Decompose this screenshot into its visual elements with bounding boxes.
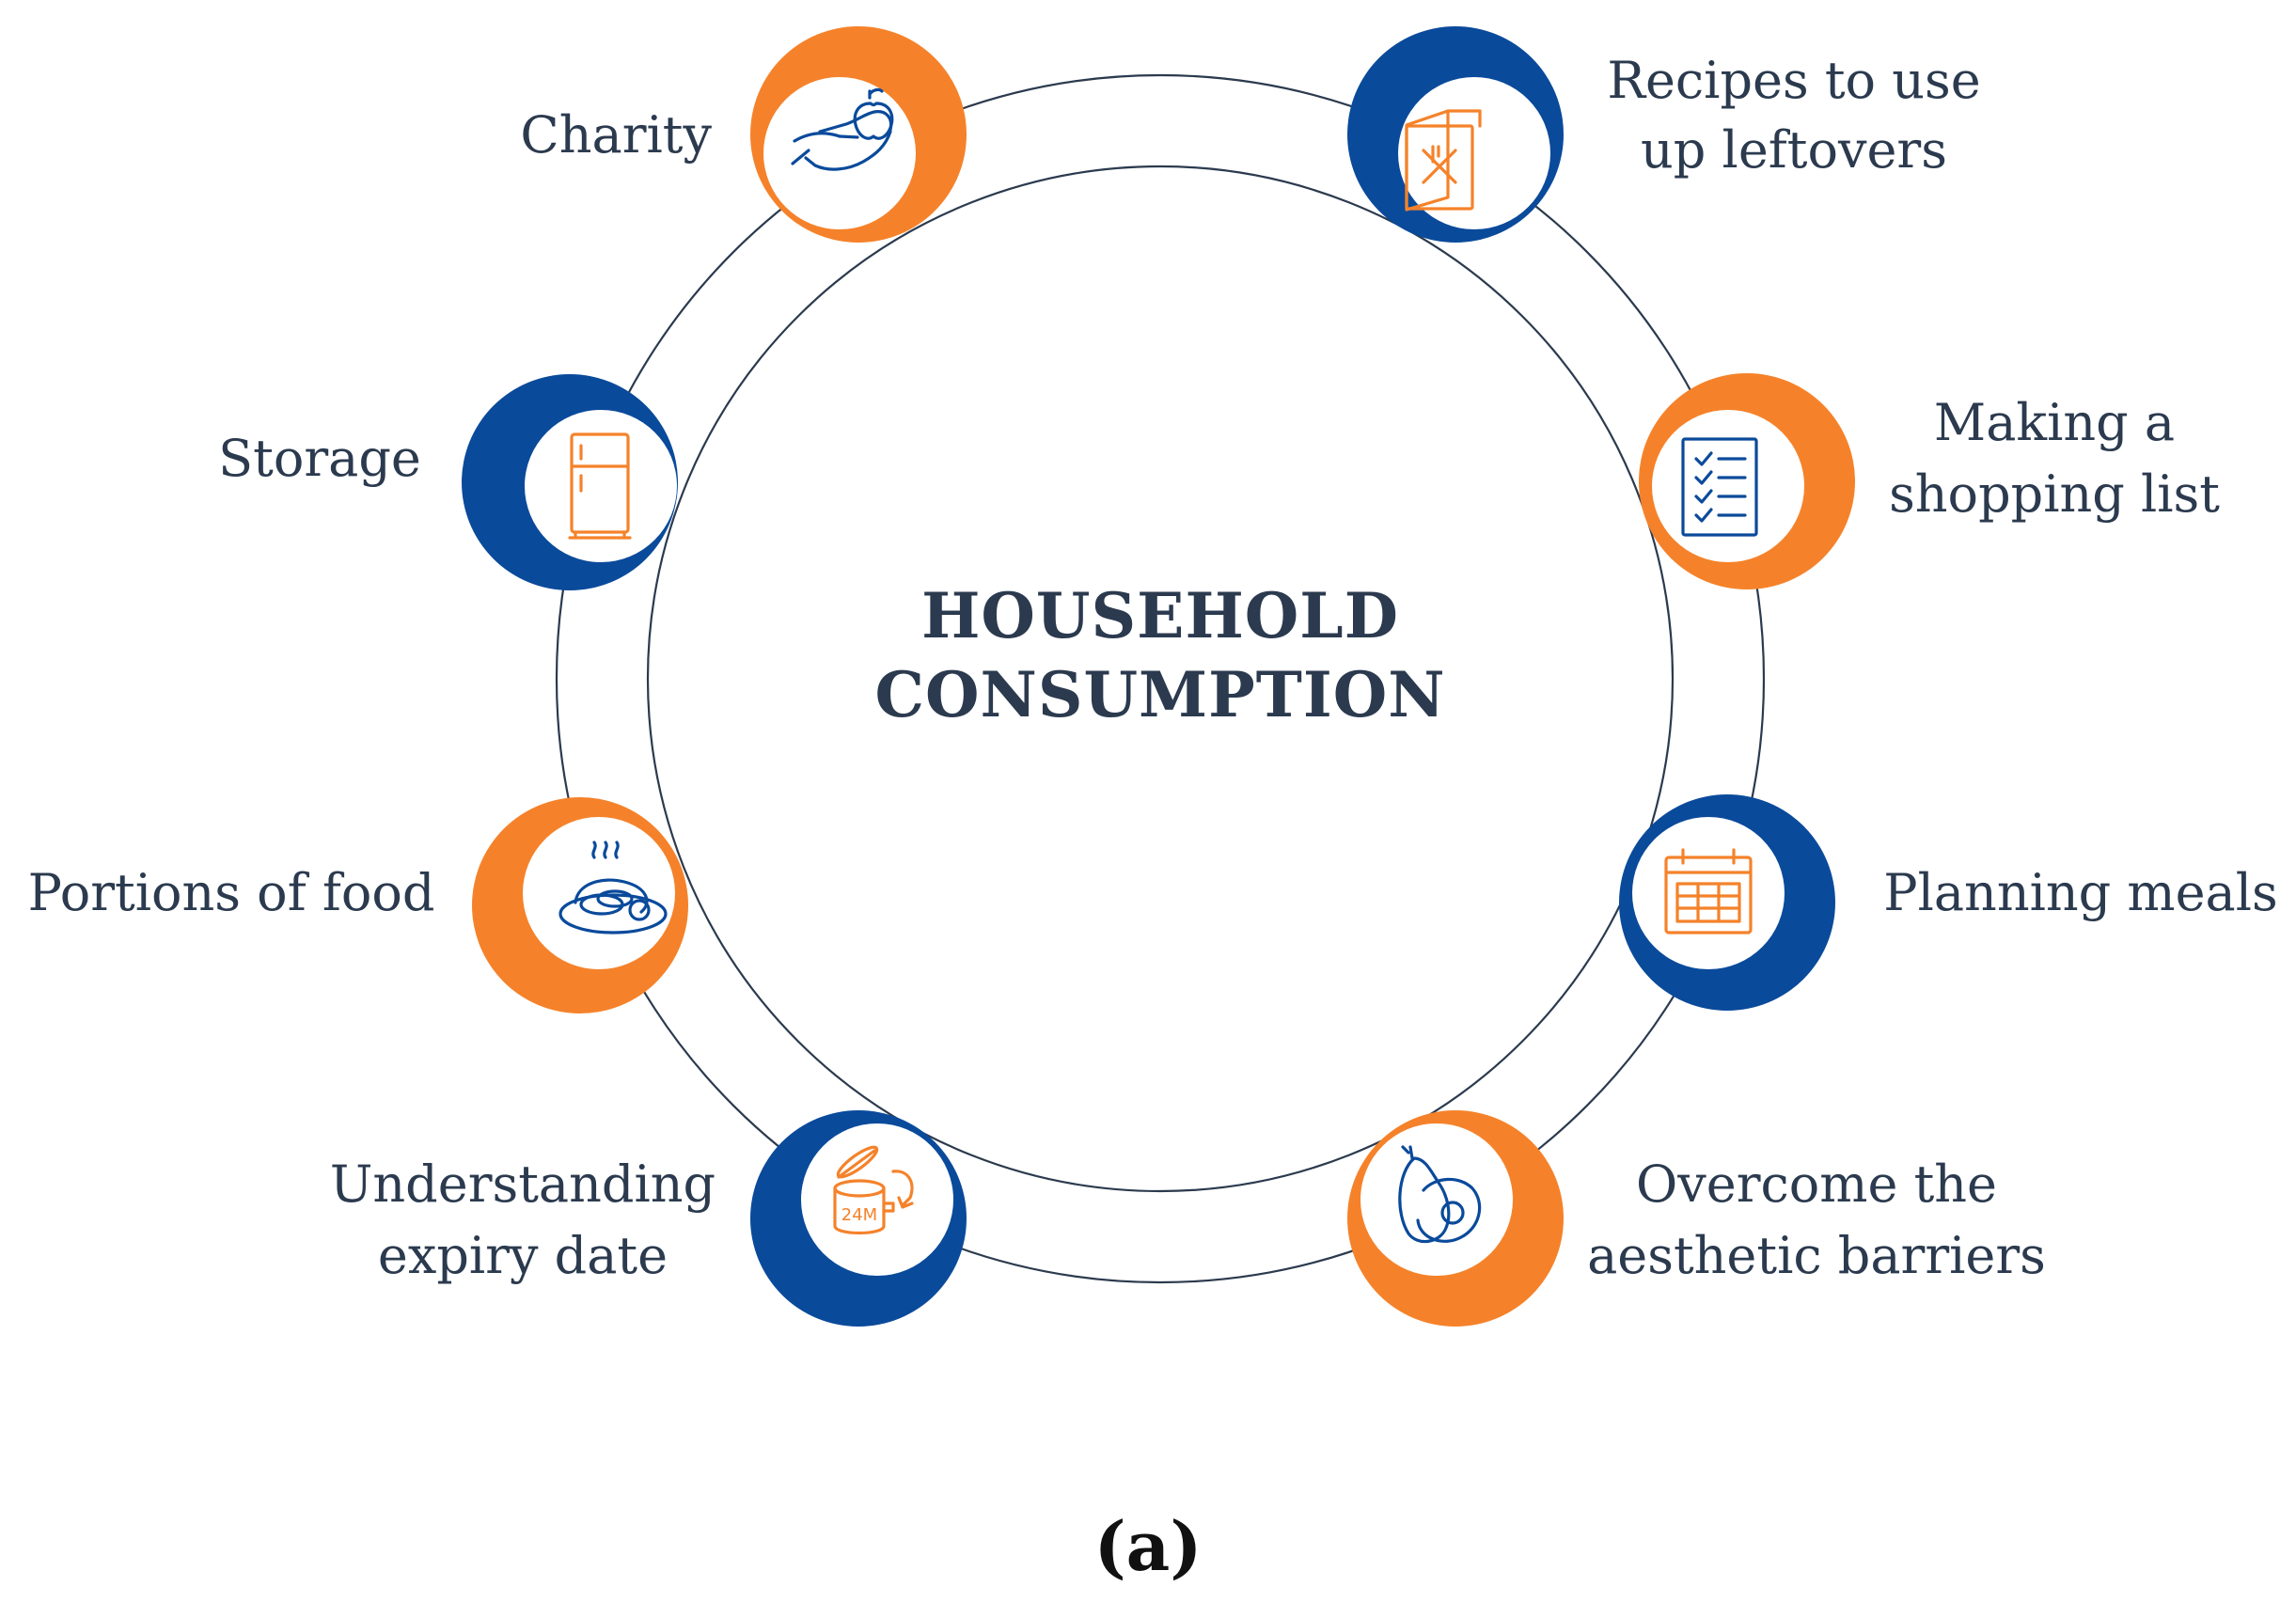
recipes-label-line-1: Recipes to use (1607, 51, 1980, 110)
open-can-24m-icon (833, 1145, 914, 1235)
storage-label: Storage (218, 429, 421, 488)
node-charity: Charity (520, 26, 967, 243)
node-storage: Storage (218, 374, 678, 590)
checklist-icon (1681, 437, 1758, 537)
recipes-label-line-2: up leftovers (1641, 120, 1947, 180)
portions-icon-disc (523, 817, 675, 969)
portions-label: Portions of food (28, 863, 435, 922)
shopping-list-label-line-2: shopping list (1889, 464, 2220, 524)
charity-icon-disc (763, 77, 916, 229)
expiry-label-line-2: expiry date (378, 1226, 668, 1285)
avocado-icon (1398, 1145, 1482, 1244)
expiry-icon-disc (801, 1123, 953, 1276)
center-title-line-1: HOUSEHOLD (921, 579, 1399, 652)
fridge-icon (568, 432, 632, 540)
aesthetic-label-line-1: Overcome the (1636, 1154, 1997, 1214)
charity-label: Charity (520, 105, 712, 165)
expiry-icon-24m-label: 24M (841, 1205, 877, 1225)
inner-ring (646, 165, 1675, 1193)
calendar-icon (1664, 848, 1753, 934)
node-recipes: Recipes to use up leftovers (1347, 26, 1981, 243)
aesthetic-icon-disc (1360, 1123, 1513, 1276)
shopping-list-label-line-1: Making a (1934, 393, 2175, 452)
node-planning-meals: Planning meals (1619, 794, 2278, 1011)
storage-icon-disc (525, 410, 677, 562)
node-expiry: 24M Understanding expiry date (330, 1110, 967, 1327)
recipe-book-icon (1405, 109, 1482, 212)
planning-meals-label: Planning meals (1883, 863, 2277, 922)
shopping-list-icon-disc (1652, 410, 1804, 562)
outer-ring (555, 73, 1766, 1284)
planning-meals-icon-disc (1632, 817, 1785, 969)
figure-caption: (a) (1094, 1506, 1203, 1586)
expiry-label-line-1: Understanding (330, 1154, 716, 1214)
node-portions: Portions of food (28, 797, 688, 1013)
node-aesthetic: Overcome the aesthetic barriers (1347, 1110, 2046, 1327)
center-title-line-2: CONSUMPTION (874, 658, 1445, 731)
plate-of-food-icon (558, 840, 668, 934)
node-shopping-list: Making a shopping list (1639, 373, 2220, 589)
aesthetic-label-line-2: aesthetic barriers (1587, 1226, 2046, 1285)
hand-apple-icon (791, 87, 894, 171)
